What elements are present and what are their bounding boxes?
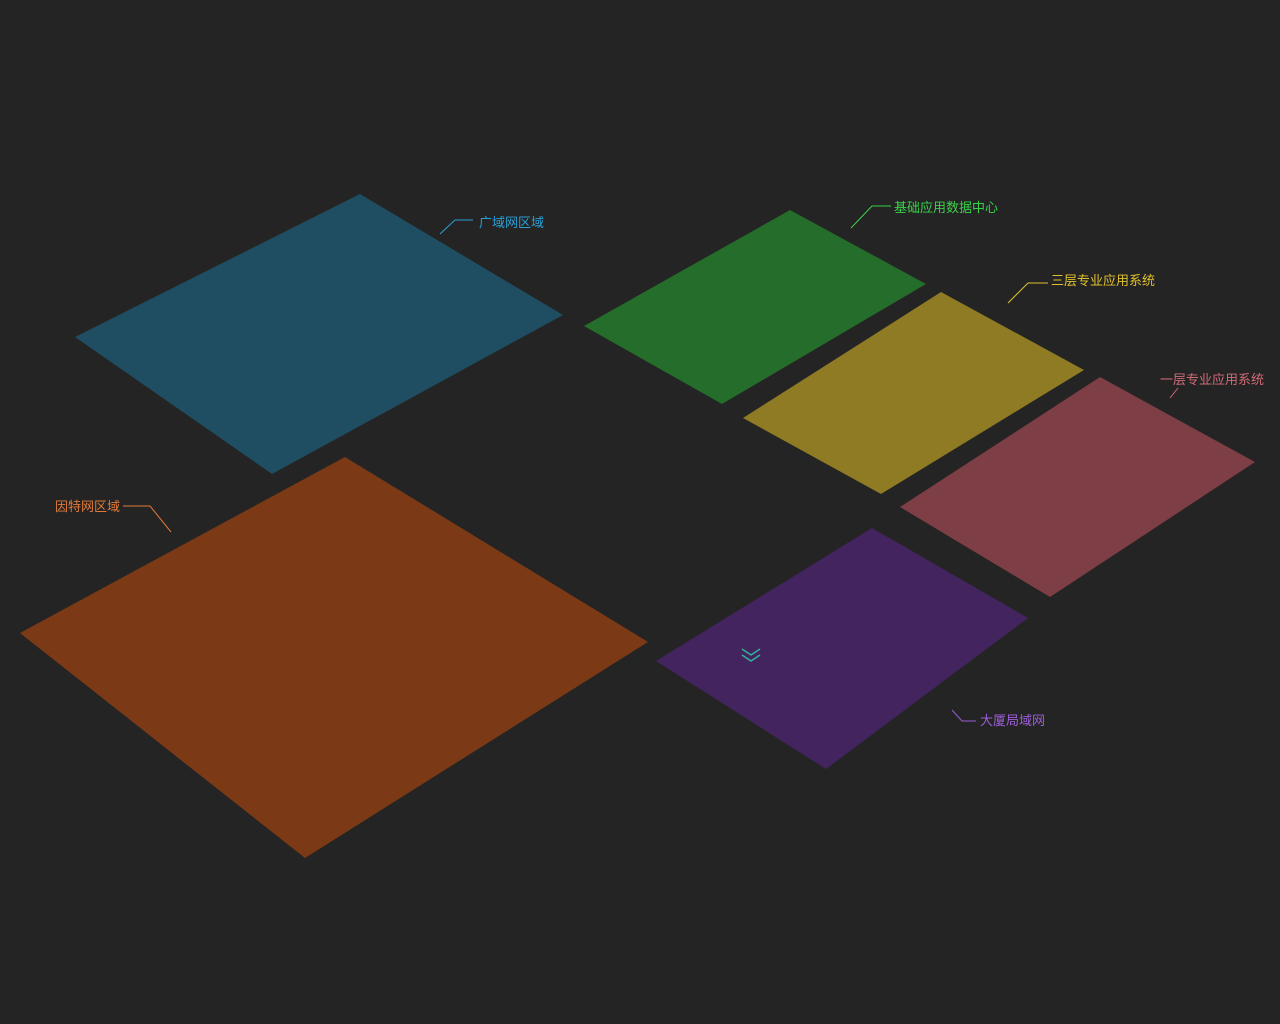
zone-internet-leader: [123, 505, 172, 533]
zone-internet-label: 因特网区域: [55, 499, 120, 514]
zone-tier3-apps-plate[interactable]: [743, 292, 1084, 494]
zone-tier1-apps-leader: [1169, 387, 1179, 399]
double-chevron-down-icon[interactable]: [741, 648, 761, 662]
zone-building-lan-label: 大厦局域网: [980, 713, 1045, 728]
zone-wan-leader: [439, 219, 473, 235]
zone-building-lan-leader: [951, 709, 976, 722]
zone-internet[interactable]: 因特网区域: [20, 457, 648, 858]
zone-basic-data-center-label: 基础应用数据中心: [894, 200, 998, 215]
zone-tier1-apps-plate[interactable]: [900, 377, 1255, 597]
zone-tier1-apps[interactable]: 一层专业应用系统: [900, 372, 1264, 597]
zone-tier3-apps[interactable]: 三层专业应用系统: [743, 273, 1155, 494]
zone-basic-data-center[interactable]: 基础应用数据中心: [584, 200, 998, 404]
zone-wan[interactable]: 广域网区域: [75, 194, 563, 474]
zone-tier3-apps-label: 三层专业应用系统: [1051, 273, 1155, 288]
zone-tier3-apps-leader: [1007, 282, 1048, 304]
zone-building-lan[interactable]: 大厦局域网: [656, 528, 1045, 769]
zone-basic-data-center-leader: [850, 205, 891, 229]
zone-tier1-apps-label: 一层专业应用系统: [1160, 372, 1264, 387]
zone-basic-data-center-plate[interactable]: [584, 210, 926, 404]
zone-wan-plate[interactable]: [75, 194, 563, 474]
zone-wan-label: 广域网区域: [479, 215, 544, 230]
zone-building-lan-plate[interactable]: [656, 528, 1028, 769]
zone-internet-plate[interactable]: [20, 457, 648, 858]
